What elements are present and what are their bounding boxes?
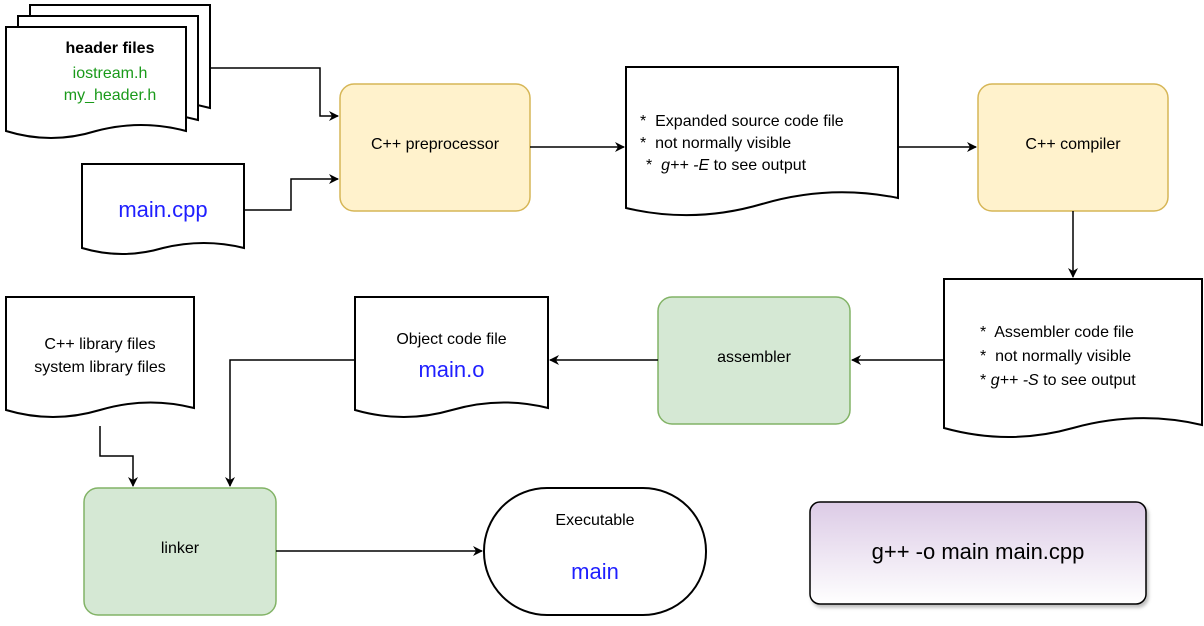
assembler-label: assembler bbox=[717, 349, 791, 366]
expanded-source-document bbox=[625, 66, 899, 217]
arrow-main-cpp-to-preprocessor bbox=[244, 174, 339, 211]
arrow-libraries-to-linker bbox=[99, 426, 138, 487]
command-label: g++ -o main main.cpp bbox=[871, 539, 1085, 564]
assembler-code-document bbox=[943, 278, 1203, 438]
command-box bbox=[809, 501, 1147, 605]
arrow-object-to-linker bbox=[225, 359, 355, 487]
assembler-code-command: g++ -S bbox=[990, 372, 1039, 389]
linker-label: linker bbox=[160, 540, 200, 557]
expanded-source-line2: * not normally visible bbox=[640, 133, 791, 155]
header-files-title: header files bbox=[65, 40, 155, 57]
header-files-document-stack bbox=[5, 4, 211, 139]
expanded-source-text2: not normally visible bbox=[655, 135, 792, 152]
main-cpp-label: main.cpp bbox=[118, 197, 208, 222]
compiler-label: C++ compiler bbox=[1025, 136, 1121, 153]
main-cpp-document bbox=[81, 163, 245, 255]
bullet: * bbox=[646, 157, 653, 174]
bullet: * bbox=[980, 372, 987, 389]
expanded-source-command: g++ -E bbox=[661, 157, 710, 174]
header-file-my-header: my_header.h bbox=[63, 87, 157, 104]
library-files-line1: C++ library files bbox=[44, 336, 156, 353]
assembler-code-text2: not normally visible bbox=[995, 348, 1132, 365]
assembler-code-text1: Assembler code file bbox=[994, 324, 1134, 341]
executable-terminator bbox=[483, 487, 707, 616]
executable-name: main bbox=[571, 559, 619, 584]
object-code-filename: main.o bbox=[418, 357, 485, 382]
expanded-source-text1: Expanded source code file bbox=[655, 113, 844, 130]
bullet: * bbox=[980, 324, 987, 341]
header-file-iostream: iostream.h bbox=[72, 65, 148, 82]
object-code-title: Object code file bbox=[396, 331, 507, 348]
expanded-source-line3: * g++ -E to see output bbox=[646, 155, 806, 177]
assembler-code-line2: * not normally visible bbox=[980, 346, 1131, 368]
expanded-source-text3: to see output bbox=[709, 157, 807, 174]
assembler-code-line3: * g++ -S to see output bbox=[980, 370, 1136, 392]
assembler-code-line1: * Assembler code file bbox=[980, 322, 1134, 344]
assembler-code-text3: to see output bbox=[1038, 372, 1136, 389]
arrow-header-to-preprocessor bbox=[210, 67, 339, 121]
bullet: * bbox=[980, 348, 987, 365]
expanded-source-line1: * Expanded source code file bbox=[640, 111, 844, 133]
library-files-line2: system library files bbox=[34, 359, 166, 376]
object-code-document bbox=[354, 296, 549, 418]
bullet: * bbox=[640, 135, 647, 152]
library-files-document bbox=[5, 296, 195, 418]
executable-title: Executable bbox=[555, 512, 635, 529]
bullet: * bbox=[640, 113, 647, 130]
preprocessor-label: C++ preprocessor bbox=[370, 136, 500, 153]
